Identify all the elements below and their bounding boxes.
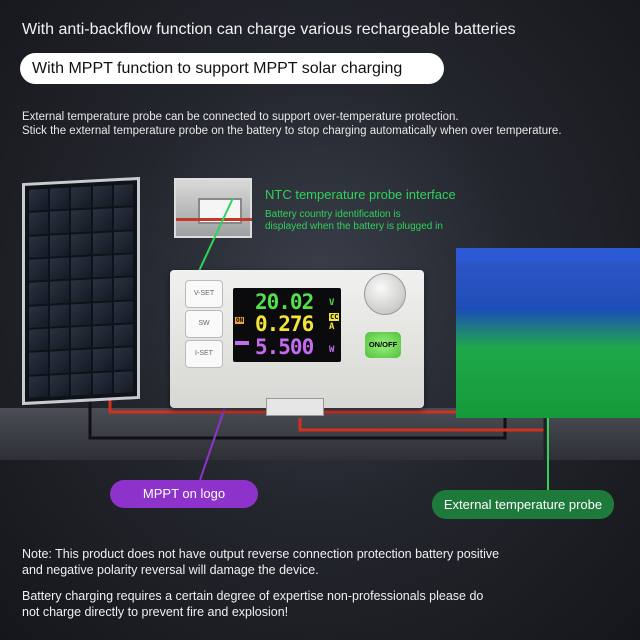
ntc-connector-inset-image: [174, 178, 252, 238]
on-badge: ON: [235, 317, 245, 324]
warning-note-line3: Battery charging requires a certain degr…: [22, 589, 484, 603]
mppt-logo-indicator: [235, 341, 249, 345]
sw-button[interactable]: SW: [185, 310, 223, 338]
battery-image: [456, 262, 640, 418]
cc-badge: CC: [329, 313, 340, 321]
mppt-logo-label: MPPT on logo: [110, 480, 258, 508]
current-unit: A: [329, 322, 335, 332]
adjust-knob[interactable]: [364, 273, 406, 315]
voltage-readout: 20.02: [255, 290, 314, 314]
ntc-description-line1: Battery country identification is: [265, 209, 401, 220]
mppt-feature-pill: With MPPT function to support MPPT solar…: [20, 53, 444, 84]
external-probe-label: External temperature probe: [432, 490, 614, 519]
ntc-interface-title: NTC temperature probe interface: [265, 187, 456, 202]
terminal-block: [266, 398, 324, 416]
power-unit: W: [329, 345, 335, 355]
on-off-button[interactable]: ON/OFF: [365, 332, 401, 358]
external-probe-note-line2: Stick the external temperature probe on …: [22, 125, 562, 137]
warning-note-line2: and negative polarity reversal will dama…: [22, 563, 319, 577]
lcd-display: 20.02 V ON 0.276 CC A 5.500 W: [233, 288, 341, 362]
voltage-unit: V: [329, 298, 335, 308]
ntc-description-line2: displayed when the battery is plugged in: [265, 221, 443, 232]
warning-note-line4: not charge directly to prevent fire and …: [22, 605, 289, 619]
v-set-button[interactable]: V-SET: [185, 280, 223, 308]
headline: With anti-backflow function can charge v…: [22, 21, 516, 38]
i-set-button[interactable]: I-SET: [185, 340, 223, 368]
power-readout: 5.500: [255, 335, 314, 359]
external-probe-note-line1: External temperature probe can be connec…: [22, 111, 459, 123]
mppt-controller-device: V-SET SW I-SET 20.02 V ON 0.276 CC A 5.5…: [170, 270, 424, 416]
current-readout: 0.276: [255, 312, 314, 336]
solar-panel-image: [22, 176, 140, 406]
warning-note-line1: Note: This product does not have output …: [22, 547, 500, 561]
